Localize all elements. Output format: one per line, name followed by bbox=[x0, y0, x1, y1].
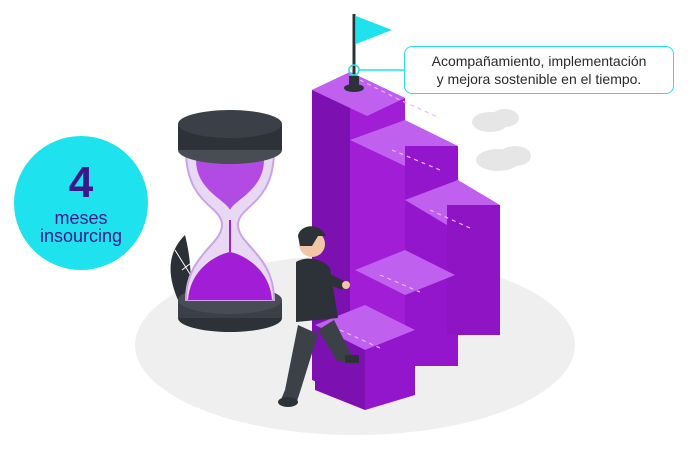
badge-number: 4 bbox=[68, 158, 94, 207]
months-badge: 4 meses insourcing bbox=[14, 136, 148, 270]
badge-label-line2: insourcing bbox=[39, 226, 123, 246]
person-illustration bbox=[278, 226, 359, 407]
flag-icon bbox=[348, 14, 404, 78]
cloud-icon bbox=[472, 109, 531, 171]
callout-line1: Acompañamiento, implementación bbox=[431, 53, 647, 69]
callout-line2: y mejora sostenible en el tiempo. bbox=[436, 71, 642, 87]
goal-callout: Acompañamiento, implementación y mejora … bbox=[404, 46, 674, 94]
badge-label-line1: meses bbox=[54, 208, 108, 228]
hourglass-icon bbox=[178, 110, 282, 332]
